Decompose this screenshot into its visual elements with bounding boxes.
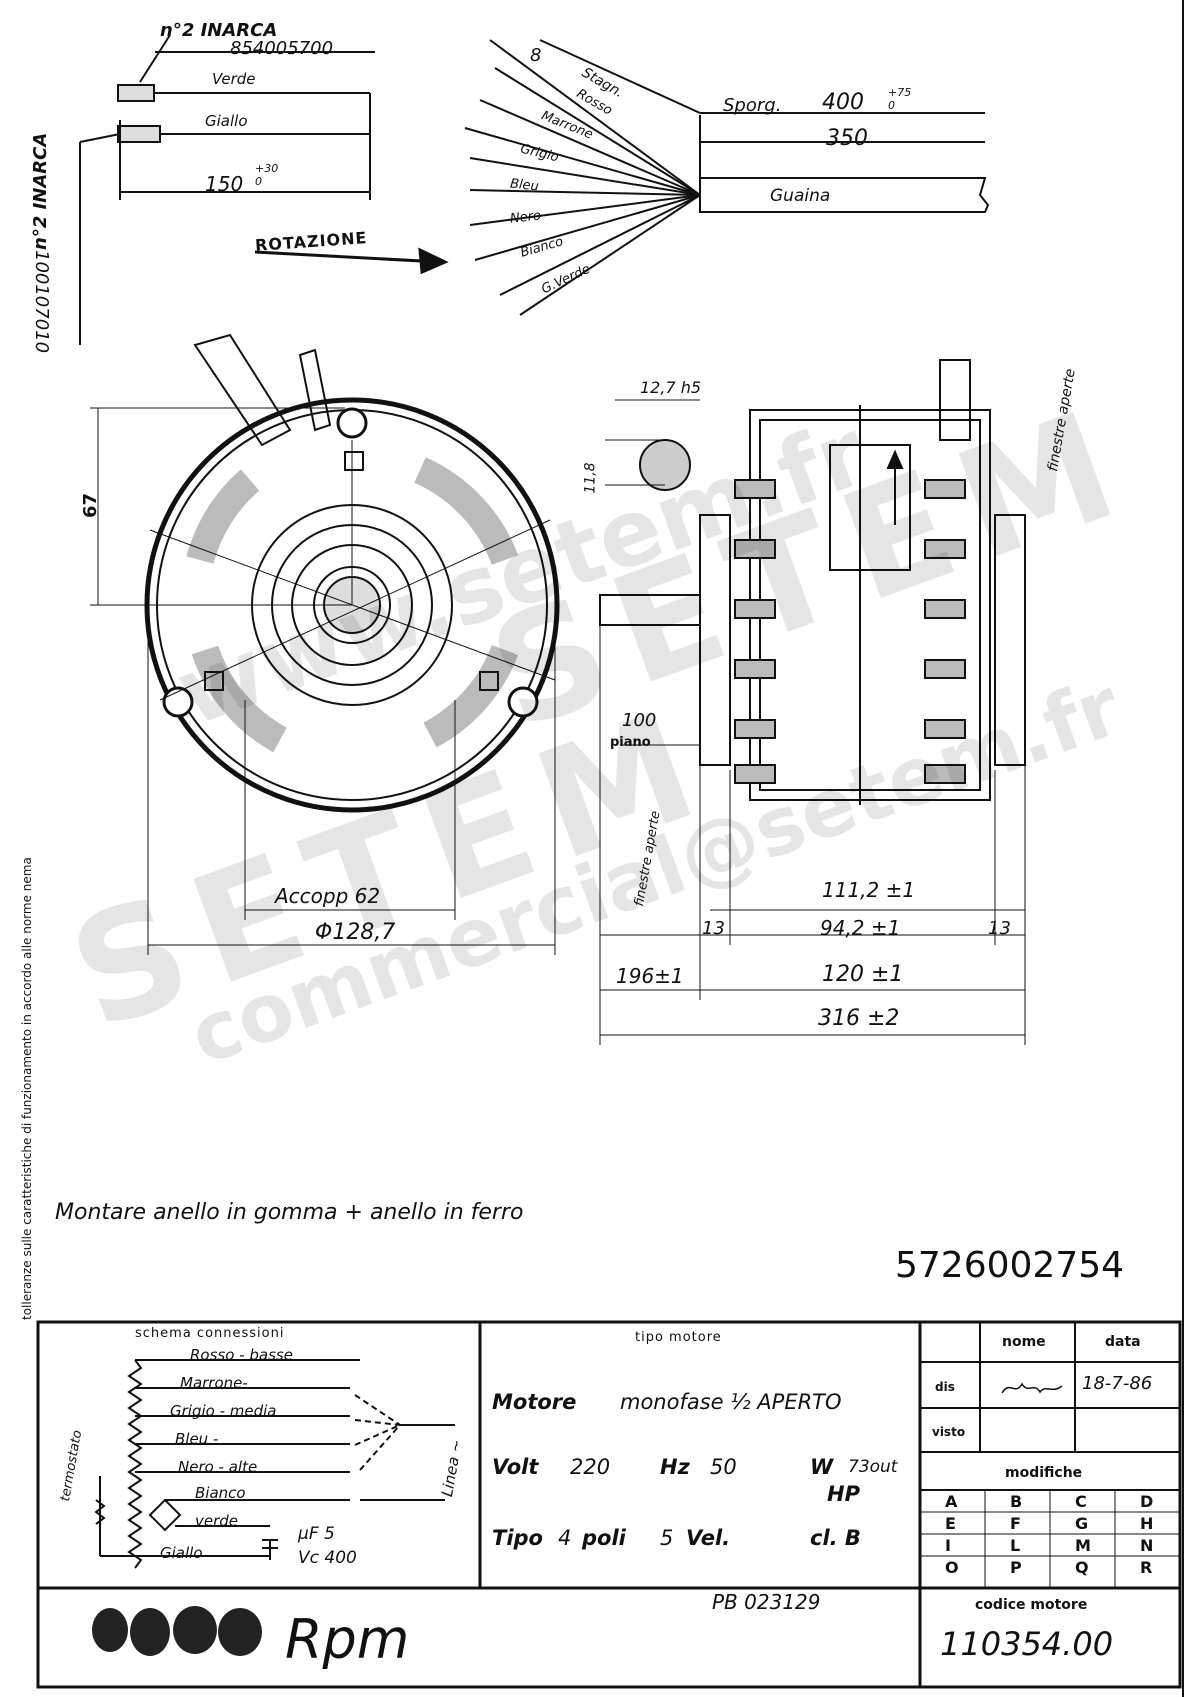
dim-67: 67: [80, 492, 102, 519]
wire-nero: Nero: [509, 208, 542, 227]
volt-label: Volt: [492, 1455, 539, 1479]
dim-196: 196±1: [616, 964, 684, 988]
logo-text: Rpm: [285, 1608, 410, 1671]
volt-value: 220: [570, 1455, 611, 1479]
hz-value: 50: [710, 1455, 737, 1479]
hz-label: Hz: [660, 1455, 690, 1479]
schema-row-giallo: Giallo: [160, 1544, 203, 1562]
dis-label: dis: [935, 1380, 955, 1394]
modifiche-header: modifiche: [1005, 1465, 1083, 1481]
schema-row-verde: verde: [195, 1512, 239, 1530]
length-tolerance: +30 0: [255, 162, 279, 188]
schema-row-bianco: Bianco: [195, 1484, 246, 1502]
motor-type-value: monofase ½ APERTO: [620, 1390, 842, 1414]
hp-label: HP: [827, 1482, 860, 1506]
wiring-schema: [94, 1359, 455, 1569]
poli-label: poli: [582, 1526, 626, 1550]
shaft-diameter: 12,7 h5: [640, 378, 702, 397]
schema-title: schema connessioni: [135, 1326, 285, 1341]
capacitor-vc: Vc 400: [298, 1548, 357, 1568]
codice-value: 110354.00: [940, 1625, 1114, 1663]
motor-header: tipo motore: [635, 1330, 722, 1345]
schema-row-bleu: Bleu -: [175, 1430, 219, 1448]
tipo-label: Tipo: [492, 1526, 543, 1550]
side-view: [599, 359, 1026, 1045]
mod-M: M: [1075, 1536, 1091, 1555]
class-label: cl. B: [810, 1526, 861, 1550]
mod-C: C: [1075, 1492, 1087, 1511]
length-value: 150: [205, 172, 244, 196]
dim-120: 120 ±1: [822, 962, 904, 987]
dim-8: 8: [530, 45, 542, 66]
schema-row-rosso: Rosso - basse: [190, 1346, 293, 1364]
mod-R: R: [1140, 1558, 1153, 1577]
guaina-label: Guaina: [770, 186, 831, 206]
capacitor-uf: µF 5: [298, 1524, 335, 1544]
dim-111: 111,2 ±1: [822, 878, 916, 902]
side-tolerance-note: tolleranze sulle caratteristiche di funz…: [20, 857, 34, 1320]
codice-label: codice motore: [975, 1597, 1088, 1613]
mod-A: A: [945, 1492, 958, 1511]
vel-count: 5: [660, 1526, 674, 1550]
dim-13-right: 13: [988, 918, 1011, 939]
mod-L: L: [1010, 1536, 1021, 1555]
assembly-note: Montare anello in gomma + anello in ferr…: [55, 1200, 524, 1225]
wire-bleu: Bleu: [509, 176, 540, 195]
connector-code-1: 854005700: [230, 38, 334, 59]
schema-row-grigio: Grigio - media: [170, 1402, 277, 1420]
dim-316: 316 ±2: [818, 1006, 900, 1031]
sporg-tolerance: +75 0: [888, 86, 912, 112]
diameter-label: Φ128,7: [315, 920, 396, 945]
shaft-flat: 11,8: [582, 462, 599, 494]
connector-code-2: 100107010: [31, 250, 52, 354]
pb-number: PB 023129: [712, 1590, 821, 1614]
schema-row-marrone: Marrone-: [180, 1374, 248, 1392]
mod-I: I: [945, 1536, 951, 1555]
signature: [1000, 1378, 1065, 1398]
mod-B: B: [1010, 1492, 1023, 1511]
title-block-frame: [36, 1320, 1182, 1689]
front-view: [90, 333, 560, 955]
part-number: 5726002754: [895, 1245, 1125, 1286]
mod-N: N: [1140, 1536, 1154, 1555]
connector-label-1: n°2 INARCA: [160, 20, 278, 41]
wire-verde-label: Verde: [212, 70, 256, 88]
dim-13-left: 13: [702, 918, 725, 939]
cable-fan: [464, 39, 990, 316]
mod-P: P: [1010, 1558, 1022, 1577]
poli-count: 4: [558, 1526, 572, 1550]
mod-G: G: [1075, 1514, 1089, 1533]
mod-Q: Q: [1075, 1558, 1089, 1577]
connector-wires: [79, 34, 375, 345]
dis-date: 18-7-86: [1082, 1373, 1153, 1394]
wire-giallo-label: Giallo: [205, 112, 248, 130]
sporg-value: 400: [822, 90, 864, 115]
length-350: 350: [826, 126, 868, 151]
motor-label: Motore: [492, 1390, 577, 1414]
w-value: 73out: [848, 1457, 898, 1477]
w-label: W: [810, 1455, 834, 1479]
data-header: data: [1105, 1334, 1141, 1350]
mod-D: D: [1140, 1492, 1154, 1511]
visto-label: visto: [932, 1425, 966, 1439]
plane-label: piano: [610, 735, 651, 750]
mod-F: F: [1010, 1514, 1021, 1533]
logo-mark: [92, 1606, 262, 1656]
schema-row-nero: Nero - alte: [178, 1458, 258, 1476]
accopp-label: Accopp 62: [275, 884, 381, 908]
rotation-arrow: [254, 247, 449, 275]
mod-O: O: [945, 1558, 959, 1577]
sporg-label: Sporg.: [723, 95, 782, 116]
nome-header: nome: [1002, 1334, 1046, 1350]
mod-H: H: [1140, 1514, 1154, 1533]
vel-label: Vel.: [686, 1526, 731, 1550]
connector-label-2: n°2 INARCA: [30, 132, 51, 250]
dim-94: 94,2 ±1: [820, 916, 901, 940]
plane-dim: 100: [622, 710, 657, 731]
mod-E: E: [945, 1514, 956, 1533]
